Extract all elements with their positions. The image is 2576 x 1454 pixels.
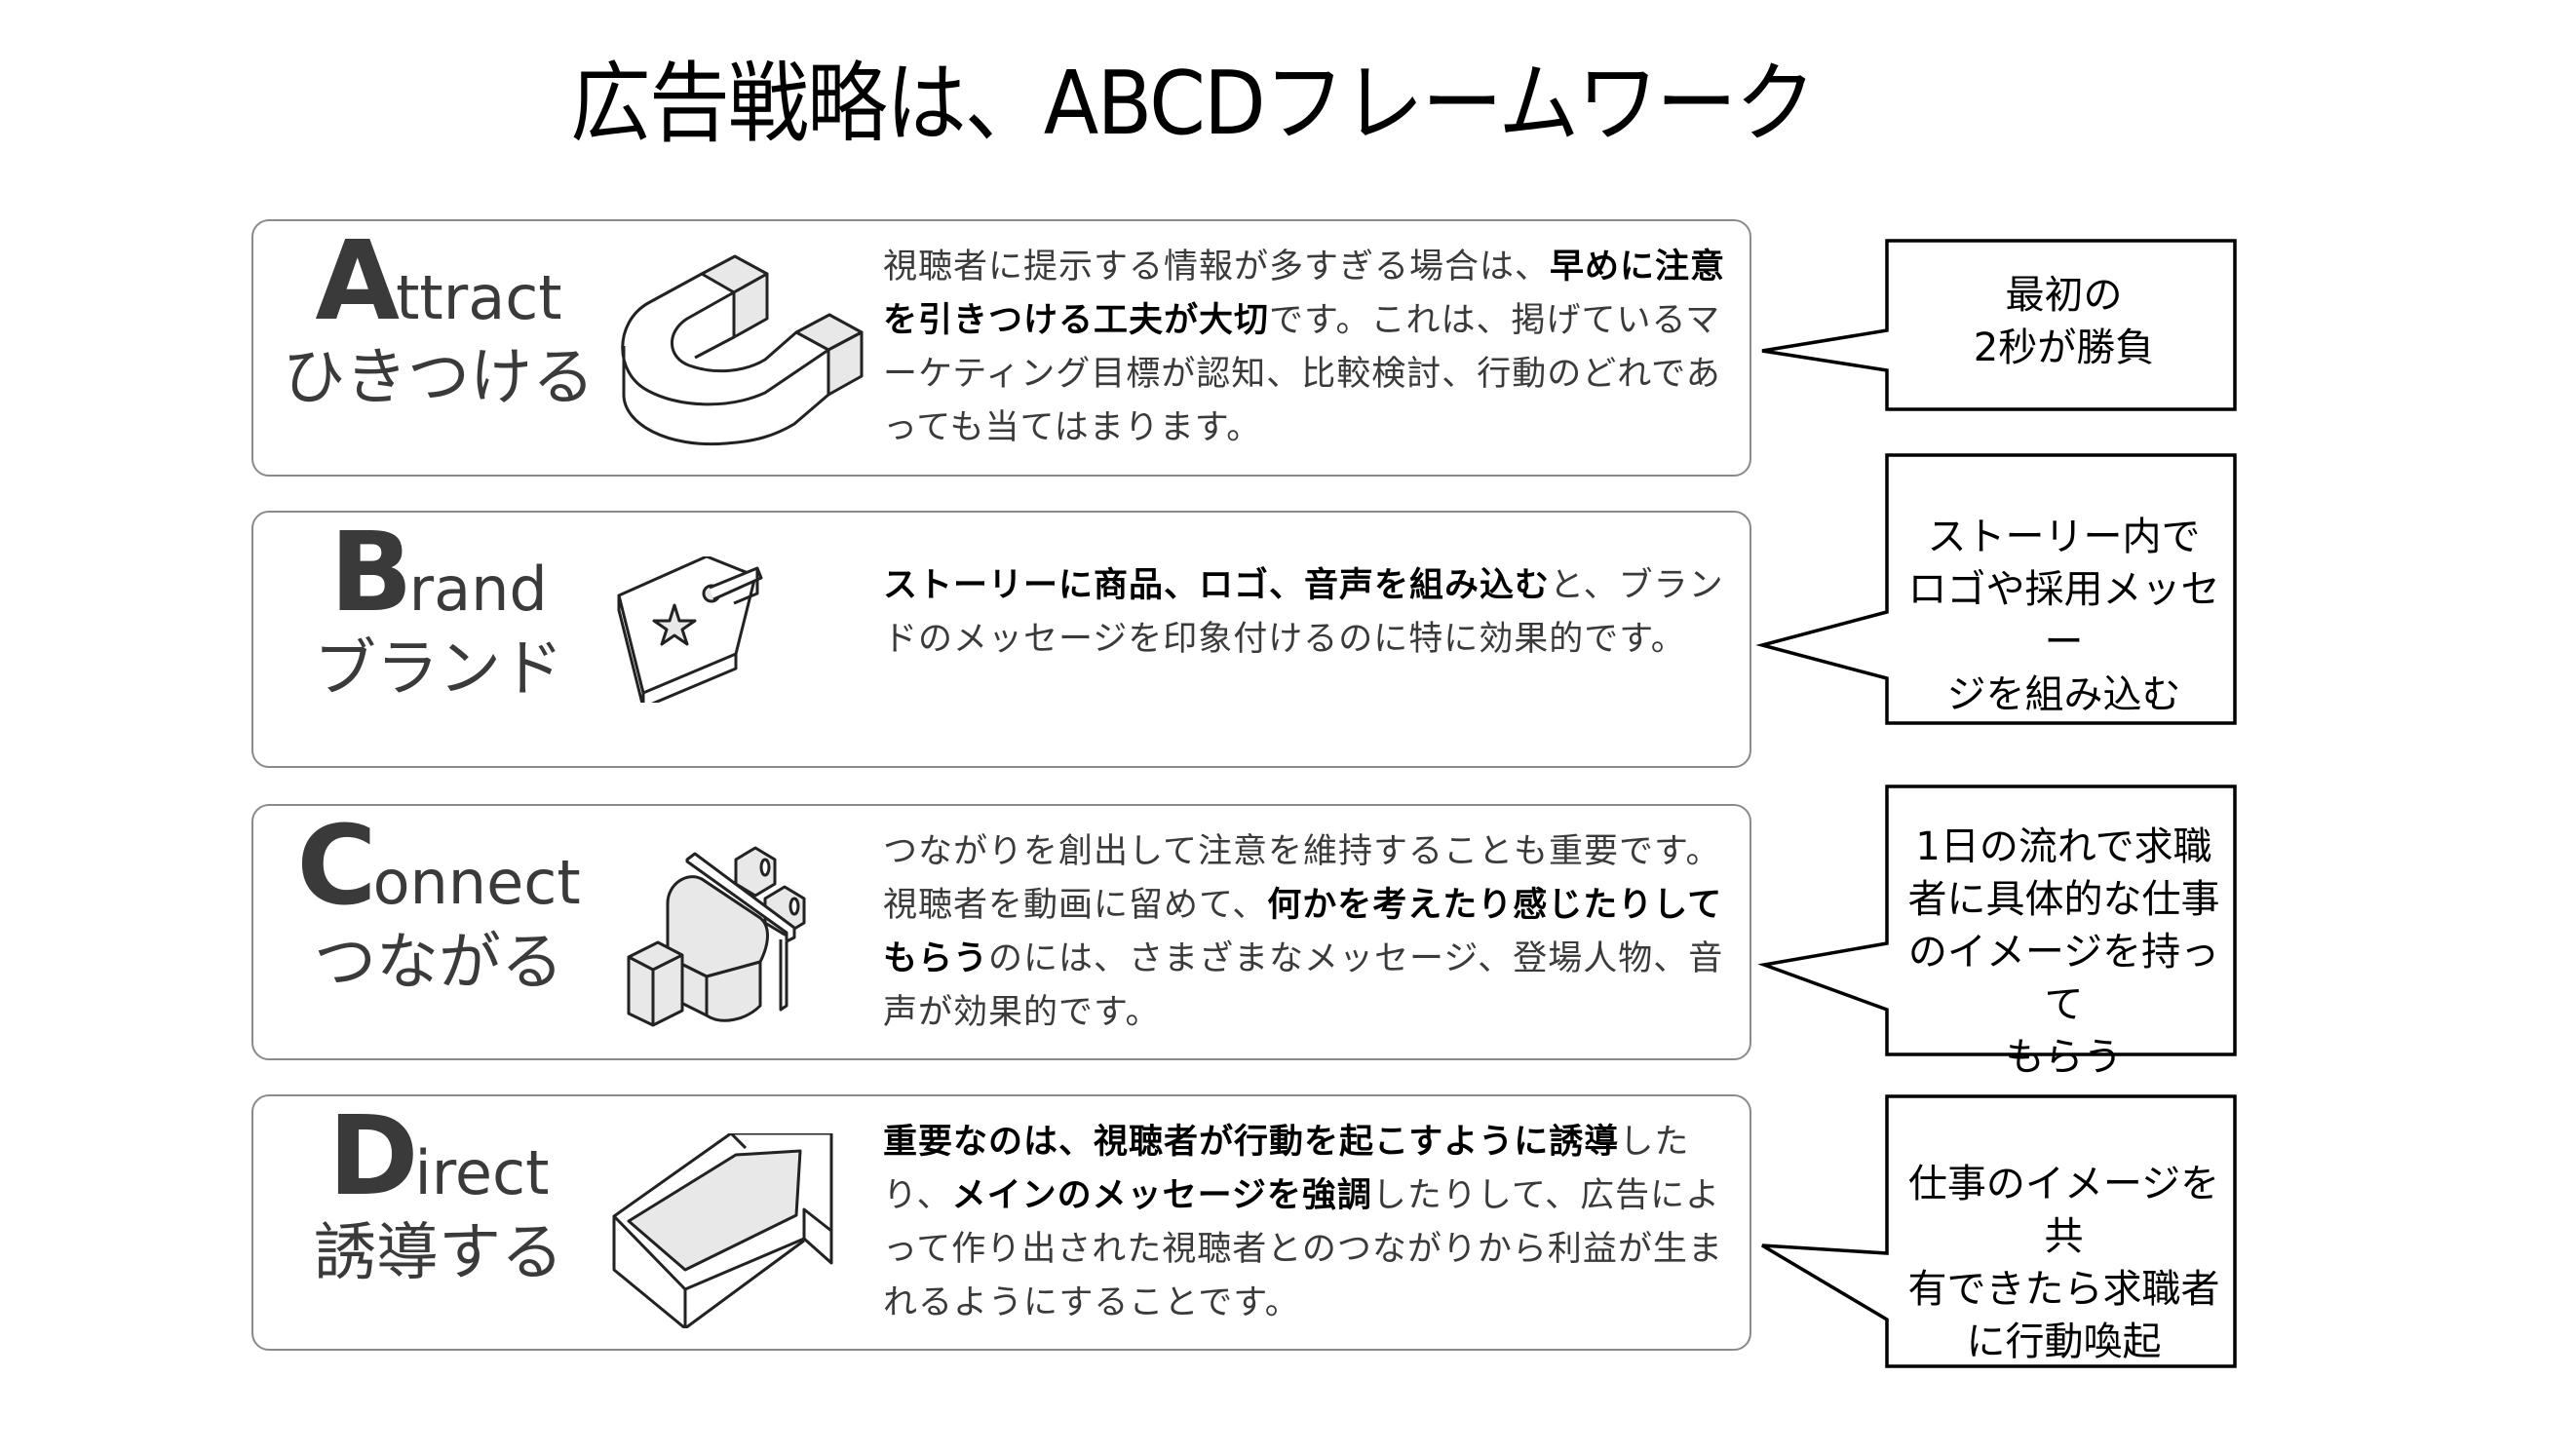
card-letter: C	[296, 803, 376, 930]
plug-connector-icon	[609, 830, 867, 1035]
card-description: ストーリーに商品、ロゴ、音声を組み込むと、ブランドのメッセージを印象付けるのに特…	[883, 559, 1731, 667]
callout-line: のイメージを持って	[1907, 930, 2220, 1027]
card-japanese-word: つながる	[314, 927, 563, 999]
callout-line: 1日の流れで求職	[1915, 824, 2212, 869]
card-japanese-word: ひきつける	[283, 342, 595, 414]
callout-text: 最初の 2秒が勝負	[1891, 269, 2237, 374]
arrow-up-right-icon	[609, 1131, 867, 1338]
desc-text: 視聴者に提示する情報が多すぎる場合は、	[883, 248, 1551, 287]
callout-line: ストーリー内で	[1927, 515, 2201, 559]
callout-text: ストーリー内で ロゴや採用メッセー ジを組み込む	[1891, 511, 2237, 721]
desc-emphasis: ストーリーに商品、ロゴ、音声を組み込む	[883, 566, 1551, 605]
callout-text: 仕事のイメージを共 有できたら求職者 に行動喚起	[1891, 1158, 2237, 1368]
callout-text: 1日の流れで求職 者に具体的な仕事 のイメージを持って もらう	[1891, 821, 2237, 1084]
callout-line: もらう	[2005, 1035, 2123, 1080]
desc-text: です。これは、掲げているマーケティング目標が認知、比較検討、行動のどれであっても…	[883, 301, 1721, 447]
speech-bubble-shape	[1761, 1094, 2237, 1368]
callout-line: 2秒が勝負	[1973, 325, 2155, 370]
card-description: 視聴者に提示する情報が多すぎる場合は、早めに注意を引きつける工夫が大切です。これ…	[883, 241, 1731, 455]
card-direct: Direct 誘導する 重要なのは、視聴者が行動を起こすように誘導したり、メイン…	[251, 1094, 1751, 1351]
card-brand: Brand ブランド ストーリーに商品、ロゴ、音声を組み込むと、ブランドのメッセ…	[251, 511, 1751, 768]
speech-bubble-shape	[1755, 453, 2237, 725]
card-english-word: Brand	[253, 518, 624, 629]
callout-attract: 最初の 2秒が勝負	[1754, 234, 2242, 419]
card-english-word: Direct	[253, 1102, 624, 1212]
callout-line: 最初の	[2005, 273, 2123, 318]
desc-text: と、ブランドのメッセージを印象付けるのに特に効果的です。	[883, 566, 1724, 659]
desc-emphasis: 重要なのは、視聴者が行動を起こすように誘導	[883, 1123, 1620, 1162]
card-word-rest: onnect	[372, 847, 581, 918]
price-tag-star-icon	[609, 555, 867, 761]
card-letter: D	[327, 1093, 419, 1220]
speech-bubble-shape	[1757, 784, 2237, 1056]
magnet-icon	[609, 249, 867, 453]
desc-text: したり、	[883, 1123, 1690, 1215]
callout-line: 仕事のイメージを共	[1907, 1162, 2220, 1259]
card-letter: B	[329, 510, 412, 636]
desc-text: のには、さまざまなメッセージ、登場人物、音声が効果的です。	[883, 939, 1724, 1032]
card-description: つながりを創出して注意を維持することも重要です。視聴者を動画に留めて、何かを考え…	[883, 825, 1731, 1040]
card-word-rest: irect	[414, 1137, 550, 1208]
callout-line: ロゴや採用メッセー	[1907, 567, 2220, 665]
card-description: 重要なのは、視聴者が行動を起こすように誘導したり、メインのメッセージを強調したり…	[883, 1116, 1731, 1330]
callout-connect: 1日の流れで求職 者に具体的な仕事 のイメージを持って もらう	[1754, 780, 2242, 1080]
card-japanese-word: 誘導する	[314, 1217, 563, 1289]
page-title: 広告戦略は、ABCDフレームワーク	[570, 53, 1816, 155]
card-english-word: Attract	[253, 227, 624, 337]
callout-brand: ストーリー内で ロゴや採用メッセー ジを組み込む	[1754, 448, 2242, 731]
speech-bubble-shape	[1761, 239, 2237, 411]
callout-line: に行動喚起	[1966, 1320, 2162, 1364]
callout-line: 有できたら求職者	[1907, 1267, 2220, 1312]
card-word-rest: rand	[408, 554, 548, 625]
card-letter: A	[315, 218, 400, 345]
card-heading: Attract ひきつける	[253, 227, 624, 417]
desc-emphasis: 早めに注意を引きつける工夫が大切	[883, 248, 1726, 340]
card-english-word: Connect	[253, 812, 624, 922]
callout-direct: 仕事のイメージを共 有できたら求職者 に行動喚起	[1754, 1091, 2242, 1374]
card-heading: Brand ブランド	[253, 518, 624, 708]
card-heading: Direct 誘導する	[253, 1102, 624, 1292]
callout-line: ジを組み込む	[1946, 672, 2181, 717]
card-japanese-word: ブランド	[314, 633, 563, 706]
card-heading: Connect つながる	[253, 812, 624, 1002]
callout-line: 者に具体的な仕事	[1907, 877, 2220, 922]
desc-emphasis: メインのメッセージを強調	[951, 1176, 1372, 1215]
desc-text: したりして、広告によって作り出された視聴者とのつながりから利益が生まれるようにす…	[883, 1176, 1723, 1322]
desc-emphasis: 何かを考えたり感じたりしてもらう	[883, 886, 1723, 978]
card-word-rest: ttract	[396, 262, 562, 333]
card-attract: Attract ひきつける 視聴者に提示する情報が多すぎる場合は、早めに注意を引…	[251, 219, 1751, 477]
card-connect: Connect つながる つながりを創出して注意を維持することも重要です。視聴者…	[251, 804, 1751, 1060]
desc-text: つながりを創出して注意を維持することも重要です。視聴者を動画に留めて、	[883, 832, 1721, 925]
